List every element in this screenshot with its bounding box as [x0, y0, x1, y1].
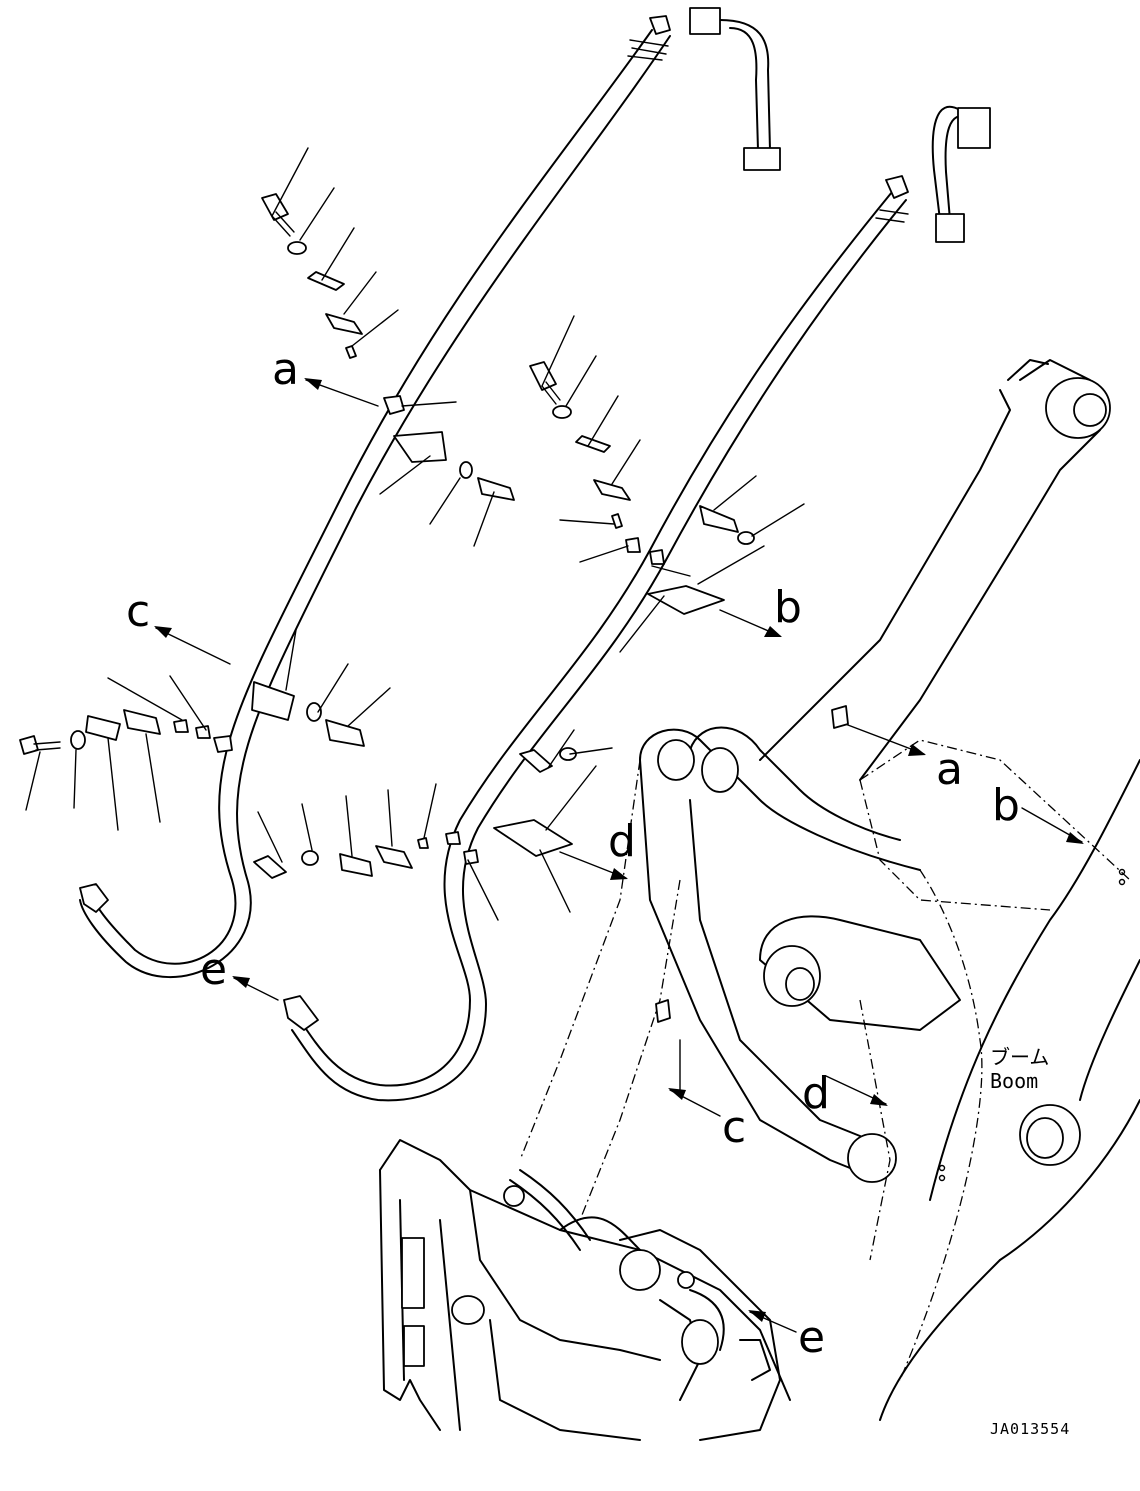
callout-d-upper: d [608, 816, 636, 867]
callout-b-upper: b [774, 582, 802, 633]
clamp-group-b [529, 315, 805, 653]
tube-fitting-2a [957, 107, 991, 149]
hose-top-fitting-2 [885, 175, 909, 199]
boom-label-jp: ブーム [990, 1045, 1049, 1069]
callout-e-left: e [200, 944, 227, 995]
steel-tube-2 [931, 105, 991, 243]
tube-fitting-1b [743, 147, 781, 171]
tube-fitting-2b [935, 213, 965, 243]
callout-a-lower: a [936, 744, 963, 795]
mount-bracket-c [655, 999, 671, 1023]
callout-e-lower: e [798, 1312, 825, 1363]
boom-label-en: Boom [990, 1069, 1038, 1093]
callout-b-lower: b [992, 780, 1020, 831]
clamp-group-a [261, 147, 515, 547]
hose-end-fitting-left [79, 883, 109, 913]
clamp-group-c [19, 629, 391, 831]
hose-top-fitting-1 [649, 15, 671, 35]
callout-c-lower: c [722, 1102, 746, 1153]
hose-right [283, 175, 909, 1102]
callout-a-upper: a [272, 344, 299, 395]
frame-slot-1 [401, 1237, 425, 1309]
bracket-a [393, 431, 447, 463]
frame-pin [619, 1249, 661, 1291]
frame-slot-2 [403, 1325, 425, 1367]
boom-structure [379, 359, 1140, 1441]
arrows [154, 378, 1084, 1333]
callout-d-lower: d [802, 1068, 830, 1119]
hole-marks [655, 705, 1126, 1182]
hose-end-fitting-right [283, 995, 319, 1031]
drawing-code: JA013554 [990, 1420, 1070, 1438]
bracket-b [647, 585, 725, 615]
callout-c-left: c [126, 586, 150, 637]
tube-fitting-1a [689, 7, 721, 35]
bracket-d [493, 819, 573, 857]
callout-labels: a c b d e a b d c e [126, 344, 1020, 1363]
clamp-group-d [253, 729, 613, 921]
steel-tube-1 [689, 7, 781, 171]
bracket-c [251, 681, 295, 721]
hose-left [79, 15, 671, 979]
mount-bracket-a [831, 705, 849, 729]
